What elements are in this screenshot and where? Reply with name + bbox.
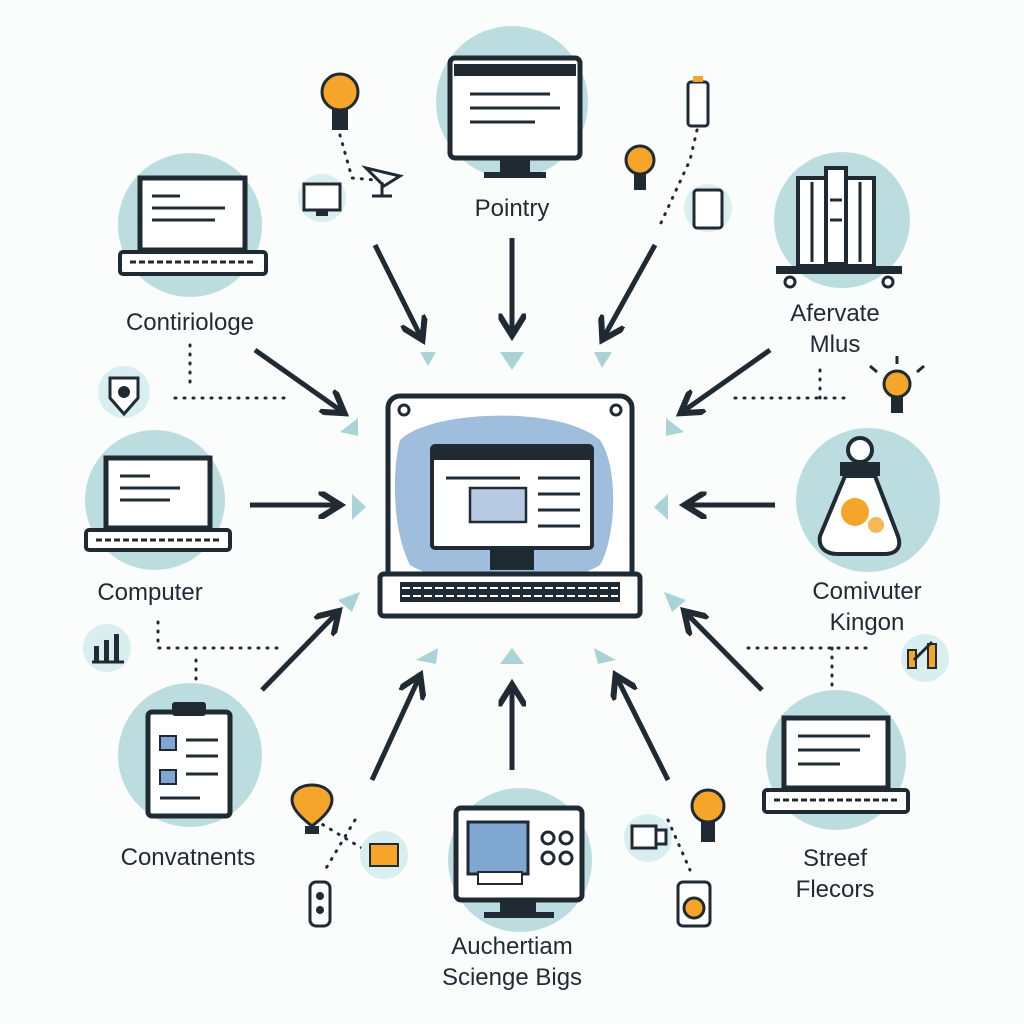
- lightbulb-icon: [624, 144, 656, 190]
- arrow-from-afervate: [685, 347, 772, 410]
- arrow-from-bottom-right: [618, 680, 671, 782]
- node-top-left-icon: [118, 153, 268, 297]
- hub-laptop-icon: [377, 393, 643, 619]
- node-mid-left-label: Computer: [97, 579, 203, 606]
- camera-icon: [624, 814, 672, 862]
- lightbulb-icon: [869, 356, 925, 413]
- node-bottom-label: Auchertiam Sciengе Bigs: [441, 933, 583, 991]
- bar-chart-icon: [901, 634, 949, 682]
- tablet-icon: [684, 184, 732, 232]
- lightbulb-icon: [690, 788, 726, 842]
- arrow-from-contiriologe: [253, 347, 340, 410]
- node-bottom-right-icon: [762, 690, 910, 830]
- remote-icon: [308, 880, 332, 928]
- connector-arrows: [250, 238, 775, 782]
- arrow-from-lower-left: [260, 615, 335, 692]
- node-top-left-label: Contiriologe: [125, 309, 255, 336]
- node-bottom-right-label: Streef Flecors: [795, 845, 875, 903]
- lightbulb-icon: [320, 72, 360, 130]
- bar-chart-icon: [83, 624, 131, 672]
- direction-triangles: [338, 352, 686, 664]
- node-bottom-left-icon: [118, 683, 262, 827]
- node-top-icon: [436, 26, 588, 178]
- node-bottom-left-label: Convatnents: [120, 844, 256, 871]
- node-mid-left-icon: [84, 430, 232, 570]
- arrow-from-lower-right: [688, 615, 764, 692]
- dotted-connectors: [156, 128, 872, 872]
- node-mid-right-icon: [796, 428, 940, 572]
- node-mid-right-label: Comivuter Kingon: [812, 578, 922, 636]
- arrow-from-top-left: [372, 243, 420, 335]
- speaker-icon: [676, 880, 712, 928]
- arrow-from-top-right: [605, 243, 658, 335]
- satellite-dish-icon: [361, 165, 404, 198]
- node-top-right-label: Afervate Mlus: [790, 300, 880, 358]
- folder-icon: [360, 831, 408, 879]
- battery-icon: [686, 76, 710, 128]
- shield-icon: [98, 366, 150, 418]
- small-monitor-icon: [298, 174, 346, 222]
- node-top-label: Pointry: [474, 195, 550, 222]
- arrow-from-bottom-left: [369, 680, 418, 782]
- node-bottom-icon: [448, 788, 592, 932]
- hot-air-balloon-icon: [290, 783, 334, 834]
- node-top-right-icon: [774, 152, 910, 289]
